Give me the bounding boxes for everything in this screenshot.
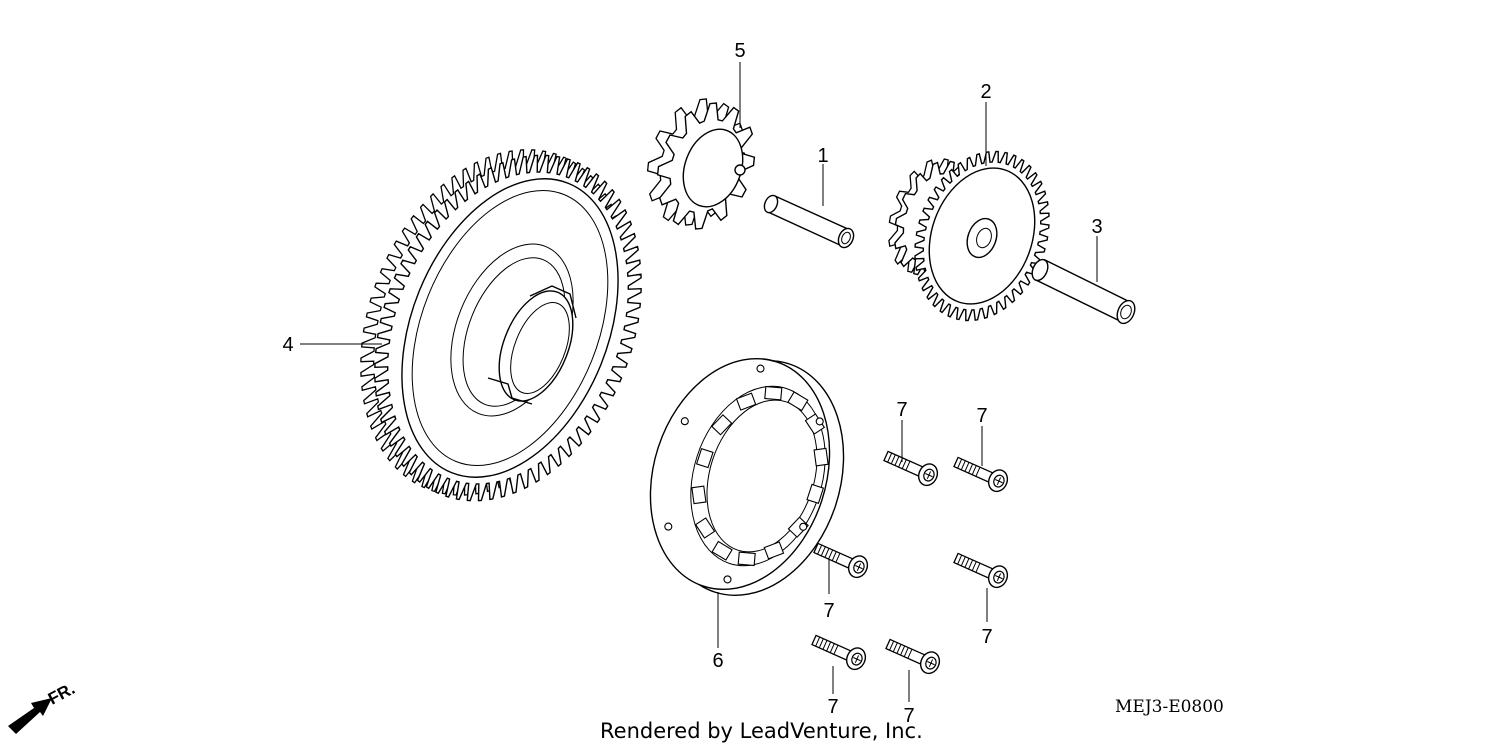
starter-driven-gear	[360, 149, 642, 502]
bolt	[880, 445, 942, 490]
callout-4: 4	[282, 334, 293, 356]
callout-6: 6	[712, 650, 723, 672]
shaft-3	[1031, 258, 1136, 325]
callout-1: 1	[817, 145, 828, 167]
clutch-rollers	[691, 385, 829, 567]
callout-7: 7	[976, 405, 987, 427]
callout-7: 7	[827, 696, 838, 718]
callout-2: 2	[980, 81, 991, 103]
driven-gear	[888, 150, 1050, 322]
callout-7: 7	[823, 600, 834, 622]
diagram-code: MEJ3-E0800	[1115, 697, 1224, 717]
callout-7: 7	[903, 705, 914, 727]
callout-3: 3	[1091, 216, 1102, 238]
bolt-holes	[664, 364, 824, 584]
front-arrow-icon	[8, 698, 52, 734]
front-marker-label: FR.	[45, 679, 78, 709]
bolt	[950, 547, 1012, 592]
one-way-clutch	[649, 357, 845, 597]
bolt	[808, 629, 870, 674]
bolt	[882, 633, 944, 678]
callout-5: 5	[734, 40, 745, 62]
callout-7: 7	[981, 626, 992, 648]
idle-gear	[646, 98, 756, 230]
callout-7: 7	[896, 399, 907, 421]
leader-lines	[300, 62, 1098, 702]
shaft-1	[763, 194, 855, 249]
credit-text: Rendered by LeadVenture, Inc.	[600, 719, 923, 743]
bolt	[810, 537, 872, 582]
bolt	[950, 451, 1012, 496]
